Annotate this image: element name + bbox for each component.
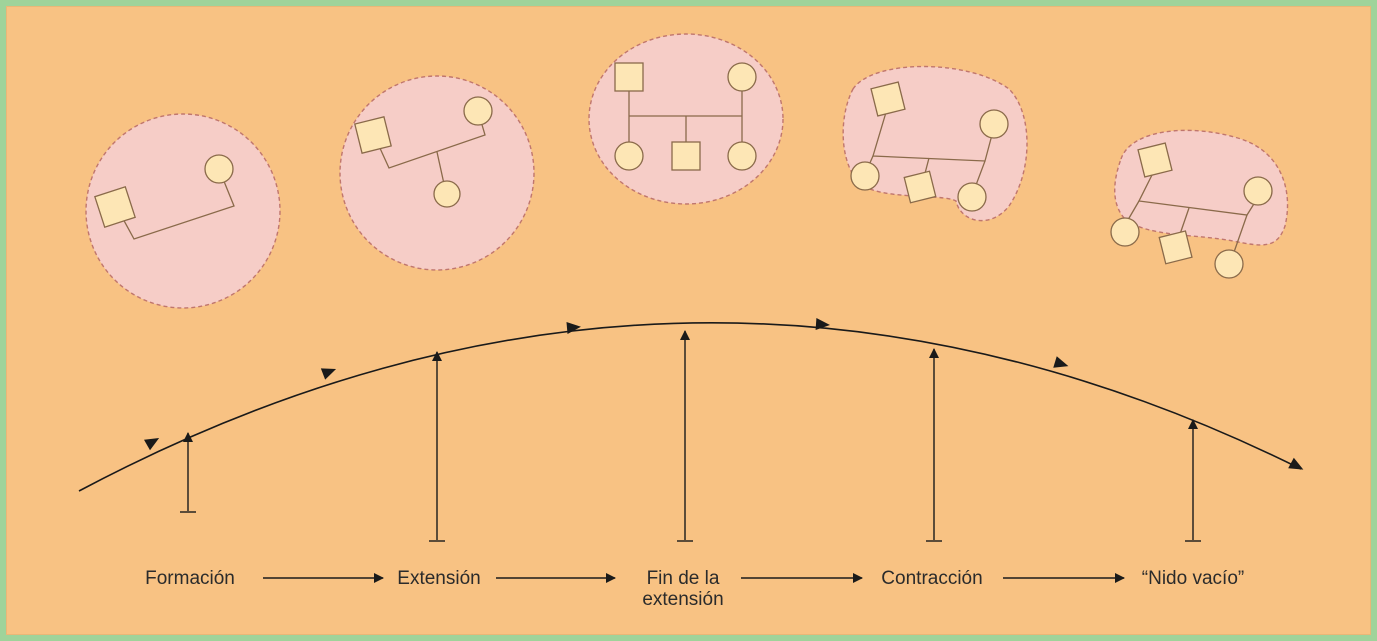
diagram-canvas xyxy=(78,33,1304,583)
male-square-icon xyxy=(903,170,937,204)
family-life-cycle-diagram: Formación Extensión Fin de la extensión … xyxy=(6,6,1371,635)
arc-curve xyxy=(78,322,1302,492)
arrow-icon xyxy=(815,318,830,330)
female-circle-icon xyxy=(433,180,461,208)
male-square-icon xyxy=(614,62,644,92)
female-circle-icon xyxy=(727,141,757,171)
male-square-icon xyxy=(94,186,136,228)
stage-label-extension: Extensión xyxy=(397,568,481,589)
male-square-icon xyxy=(870,81,906,117)
female-circle-icon xyxy=(1243,176,1273,206)
arrow-icon xyxy=(144,438,160,451)
female-circle-icon xyxy=(979,109,1009,139)
female-circle-icon xyxy=(463,96,493,126)
stage-marker-fin-extension xyxy=(677,330,693,542)
relationship-line xyxy=(1138,172,1258,216)
arrow-icon xyxy=(1053,356,1069,368)
female-circle-icon xyxy=(1214,249,1244,279)
male-square-icon xyxy=(1137,142,1173,178)
arrow-icon xyxy=(1288,457,1304,470)
child-line xyxy=(1232,214,1248,256)
male-square-icon xyxy=(671,141,701,171)
stage-marker-extension xyxy=(429,351,445,542)
female-circle-icon xyxy=(957,182,987,212)
female-circle-icon xyxy=(850,161,880,191)
female-circle-icon xyxy=(1110,217,1140,247)
stage-label-nido-vacio: “Nido vacío” xyxy=(1141,568,1245,589)
family-bubble-fin-extension xyxy=(588,33,784,205)
stage-markers xyxy=(180,330,1201,542)
family-bubble-contraccion xyxy=(842,65,1028,222)
female-circle-icon xyxy=(204,154,234,184)
arrow-icon xyxy=(566,322,581,334)
stage-label-formacion: Formación xyxy=(145,568,235,589)
arrow-icon xyxy=(320,368,337,380)
family-bubble-formacion xyxy=(85,113,281,309)
stage-label-contraccion: Contracción xyxy=(881,568,983,589)
stage-marker-nido-vacio xyxy=(1185,419,1201,542)
female-circle-icon xyxy=(727,62,757,92)
stage-marker-formacion xyxy=(180,432,196,513)
stage-marker-contraccion xyxy=(926,348,942,542)
male-square-icon xyxy=(354,116,392,154)
male-square-icon xyxy=(1158,230,1193,265)
bubble-outline xyxy=(339,75,535,271)
family-bubble-extension xyxy=(339,75,535,271)
life-cycle-arc xyxy=(78,318,1304,492)
female-circle-icon xyxy=(614,141,644,171)
relationship-line xyxy=(115,168,235,240)
stage-label-fin-extension: Fin de la extensión xyxy=(642,568,724,610)
family-bubble-nido-vacio xyxy=(1110,129,1289,279)
